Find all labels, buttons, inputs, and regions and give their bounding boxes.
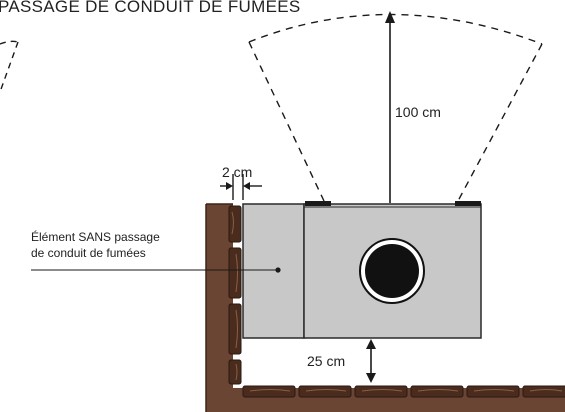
bottom-gap-dimension — [366, 339, 376, 383]
top-clearance-zone — [248, 13, 543, 202]
diagram-title: PASSAGE DE CONDUIT DE FUMÉES — [0, 0, 301, 16]
clearance-top-arrow — [385, 11, 395, 203]
element-callout: Élément SANS passage de conduit de fumée… — [31, 229, 278, 271]
bottom-gap-label: 25 cm — [307, 353, 345, 369]
stove-top-right-plate — [455, 201, 481, 206]
stove-top-left-plate — [305, 201, 331, 206]
side-element-no-flue — [242, 203, 305, 339]
element-note-line2: de conduit de fumées — [31, 246, 146, 260]
side-gap-dimension — [220, 174, 262, 200]
floor-bricks — [242, 385, 565, 398]
wall-bricks-vertical — [228, 205, 242, 385]
clearance-top-label: 100 cm — [395, 104, 441, 120]
flue-opening — [365, 244, 419, 298]
left-clearance-arc — [0, 40, 19, 93]
element-note-line1: Élément SANS passage — [31, 229, 160, 244]
side-gap-label: 2 cm — [222, 164, 252, 180]
